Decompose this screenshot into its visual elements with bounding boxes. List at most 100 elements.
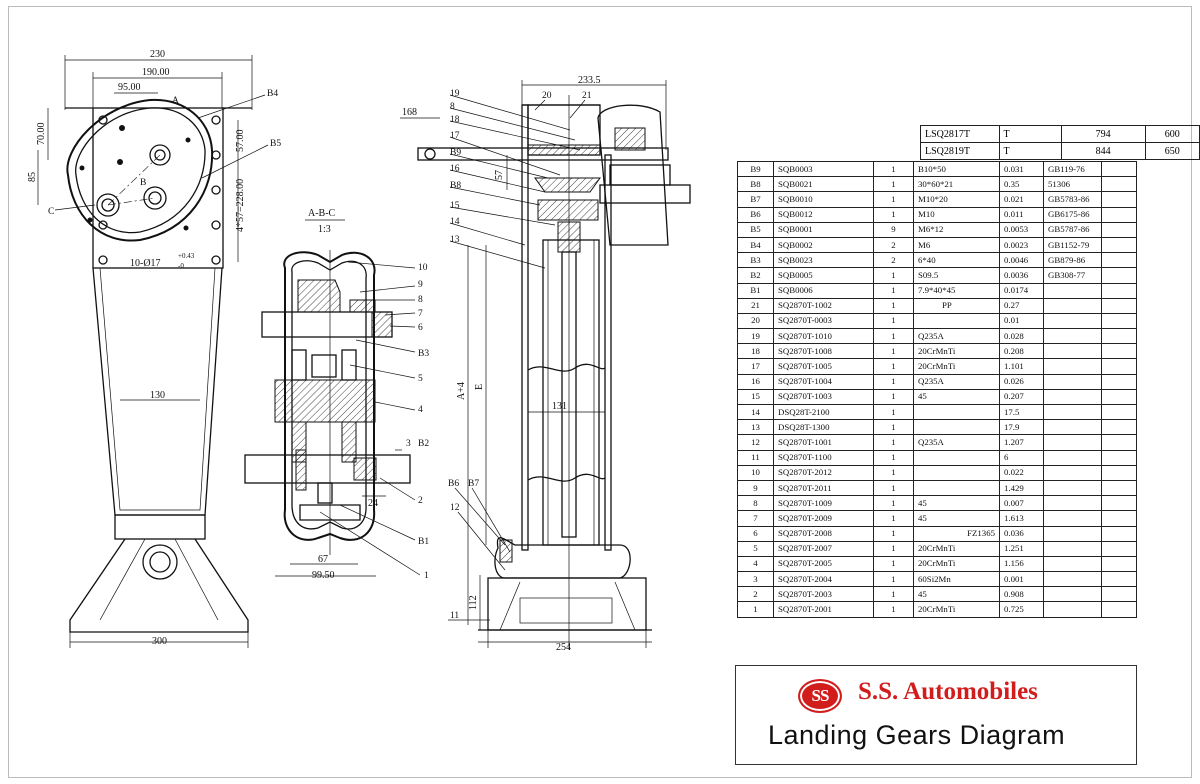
parts-cell: 16 bbox=[737, 373, 774, 390]
parts-cell: 1 bbox=[873, 343, 914, 360]
parts-cell: 2 bbox=[737, 586, 774, 603]
sec-label-B3: B3 bbox=[418, 349, 429, 359]
parts-cell: SQB0021 bbox=[773, 176, 874, 193]
parts-cell: SQ2870T-2009 bbox=[773, 510, 874, 527]
parts-cell: SQB0001 bbox=[773, 221, 874, 238]
parts-cell: 15 bbox=[737, 388, 774, 406]
title-block: SS S.S. Automobiles Landing Gears Diagra… bbox=[735, 665, 1137, 765]
parts-cell: 4 bbox=[737, 555, 774, 573]
parts-cell: B7 bbox=[737, 191, 774, 208]
parts-cell bbox=[1043, 297, 1102, 314]
side-label-20: 20 bbox=[542, 91, 552, 101]
parts-cell: M10*20 bbox=[913, 191, 1000, 208]
parts-cell: 1.101 bbox=[999, 358, 1044, 375]
sec-label-9: 9 bbox=[418, 280, 423, 290]
parts-cell bbox=[1101, 479, 1137, 497]
parts-cell: Q235A bbox=[913, 373, 1000, 390]
parts-cell: 0.35 bbox=[999, 176, 1044, 193]
side-label-14: 14 bbox=[450, 217, 460, 227]
ss-logo: SS bbox=[798, 679, 842, 713]
parts-cell: 0.007 bbox=[999, 495, 1044, 512]
parts-cell bbox=[913, 479, 1000, 497]
parts-cell: 1 bbox=[873, 176, 914, 193]
parts-cell bbox=[1101, 373, 1137, 390]
parts-cell: 2 bbox=[873, 252, 914, 269]
parts-cell: 1 bbox=[873, 328, 914, 345]
diagram-title: Landing Gears Diagram bbox=[768, 720, 1066, 750]
dim-67: 67 bbox=[318, 554, 328, 565]
parts-cell: 30*60*21 bbox=[913, 176, 1000, 193]
parts-cell: 1.207 bbox=[999, 434, 1044, 451]
dim-168: 168 bbox=[402, 107, 417, 118]
parts-cell bbox=[1101, 282, 1137, 299]
parts-cell: DSQ28T-1300 bbox=[773, 419, 874, 436]
parts-cell: 0.0036 bbox=[999, 267, 1044, 284]
parts-cell bbox=[1101, 267, 1137, 284]
parts-cell: B3 bbox=[737, 252, 774, 269]
parts-cell: 0.0046 bbox=[999, 252, 1044, 269]
side-label-19: 19 bbox=[450, 89, 460, 99]
parts-cell bbox=[1043, 479, 1102, 497]
parts-cell: 0.0023 bbox=[999, 236, 1044, 254]
label-B4: B4 bbox=[267, 89, 278, 99]
parts-cell: SQ2870T-2001 bbox=[773, 601, 874, 618]
parts-cell: SQ2870T-1005 bbox=[773, 358, 874, 375]
parts-cell: 1 bbox=[873, 419, 914, 436]
side-label-18: 18 bbox=[450, 115, 460, 125]
parts-cell: 0.208 bbox=[999, 343, 1044, 360]
side-view: 233.5 168 131 bbox=[400, 75, 691, 653]
parts-cell bbox=[1101, 510, 1137, 527]
section-view: A-B-C 1:3 10 9 8 7 6 B3 5 4 3 bbox=[244, 208, 429, 581]
parts-cell bbox=[1101, 601, 1137, 618]
parts-cell: SQ2870T-1009 bbox=[773, 495, 874, 512]
parts-cell: 12 bbox=[737, 434, 774, 451]
sec-label-8: 8 bbox=[418, 295, 423, 305]
parts-cell: 20 bbox=[737, 312, 774, 330]
parts-cell: 1 bbox=[873, 601, 914, 618]
parts-cell: B10*50 bbox=[913, 160, 1000, 178]
parts-cell: 0.207 bbox=[999, 388, 1044, 406]
dim-24: 24 bbox=[368, 498, 378, 509]
parts-cell: 51306 bbox=[1043, 176, 1102, 193]
parts-cell bbox=[1043, 312, 1102, 330]
parts-cell: 45 bbox=[913, 495, 1000, 512]
parts-cell: 1 bbox=[873, 191, 914, 208]
side-label-B9: B9 bbox=[450, 148, 461, 158]
parts-cell bbox=[1043, 403, 1102, 421]
dim-A4: A+4 bbox=[456, 382, 467, 400]
parts-cell bbox=[1101, 419, 1137, 436]
parts-cell: 60Si2Mn bbox=[913, 571, 1000, 588]
parts-cell: SQB0006 bbox=[773, 282, 874, 299]
sec-label-2: 2 bbox=[418, 496, 423, 506]
sec-label-10: 10 bbox=[418, 263, 428, 273]
sec-label-6: 6 bbox=[418, 323, 423, 333]
parts-cell: SQ2870T-2004 bbox=[773, 571, 874, 588]
parts-cell: SQB0012 bbox=[773, 206, 874, 223]
variant-cell: LSQ2819T bbox=[920, 142, 1000, 160]
dim-E: E bbox=[474, 384, 485, 390]
sec-label-5: 5 bbox=[418, 374, 423, 384]
parts-cell bbox=[1043, 464, 1102, 481]
side-label-B8: B8 bbox=[450, 181, 461, 191]
parts-cell: B6 bbox=[737, 206, 774, 223]
parts-cell: 1 bbox=[873, 160, 914, 178]
parts-cell: M10 bbox=[913, 206, 1000, 223]
parts-cell: 7 bbox=[737, 510, 774, 527]
parts-cell bbox=[913, 403, 1000, 421]
parts-cell bbox=[1043, 571, 1102, 588]
parts-cell: 1 bbox=[873, 206, 914, 223]
parts-cell: SQB0002 bbox=[773, 236, 874, 254]
sec-label-1: 1 bbox=[424, 571, 429, 581]
variant-cell: 600 bbox=[1144, 125, 1200, 143]
parts-cell: S09.5 bbox=[913, 267, 1000, 284]
parts-cell: 1 bbox=[873, 479, 914, 497]
parts-cell: FZ1365 bbox=[913, 525, 1000, 542]
